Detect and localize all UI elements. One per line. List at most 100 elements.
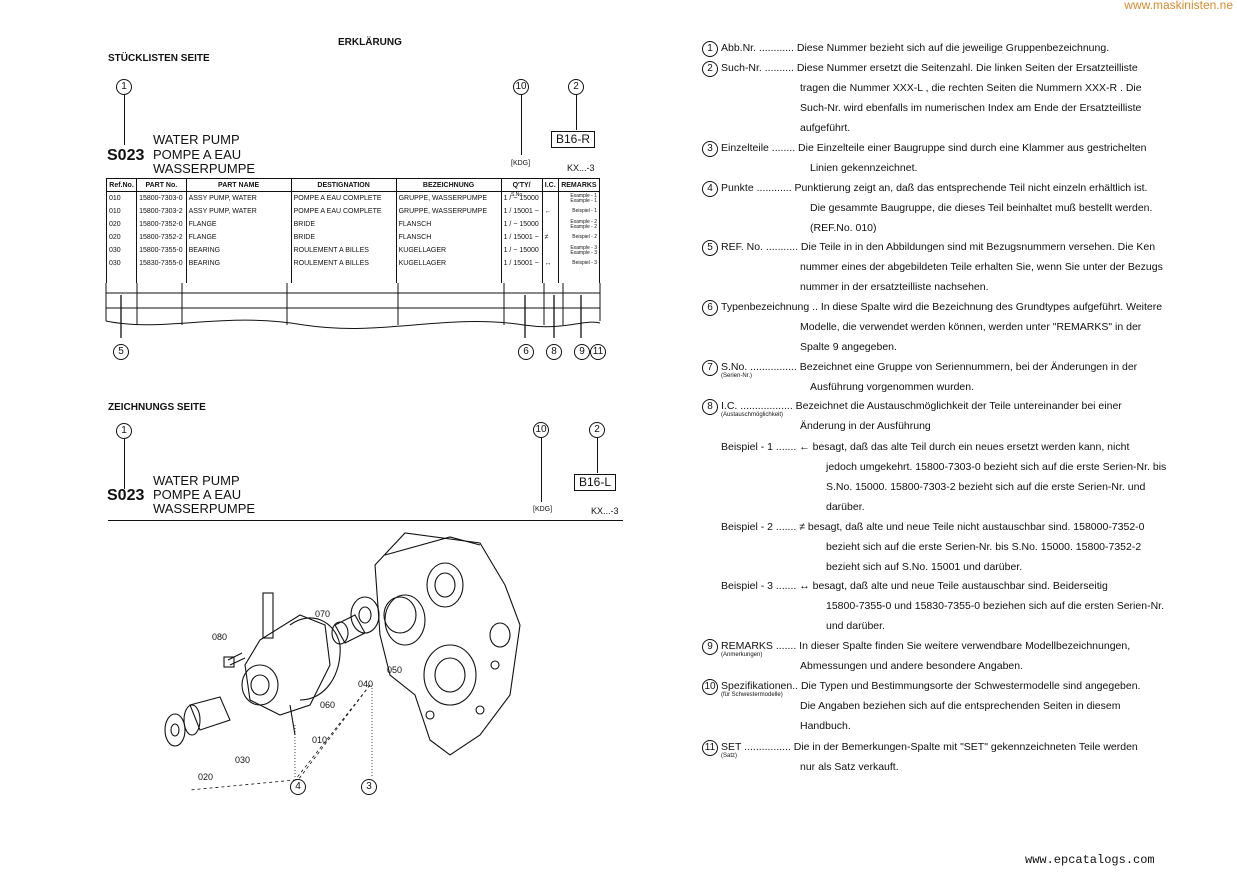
explanation-line: nur als Satz verkauft. — [800, 761, 899, 773]
item-number-9: 9 — [702, 639, 718, 655]
remark-text: Example - 1 — [570, 197, 597, 204]
explanation-line: Linien gekennzeichnet. — [810, 162, 918, 174]
designation-cell: ROULEMENT A BILLES — [290, 244, 397, 257]
callout-8: 8 — [546, 344, 562, 360]
remark-text: Beispiel - 2 — [572, 234, 597, 240]
explanation-line: REMARKS ....... In dieser Spalte finden … — [721, 640, 1131, 652]
callout-1b: 1 — [116, 423, 132, 439]
explanation-line: S.No. 15000. 15800-7303-2 bezieht sich a… — [826, 481, 1146, 493]
explanation-line: I.C. .................. Bezeichnet die A… — [721, 400, 1122, 412]
item-number-1: 1 — [702, 41, 718, 57]
parts-table: Ref.No. PART No. PART NAME DESTIGNATION … — [105, 178, 601, 283]
callout-1: 1 — [116, 79, 132, 95]
remark-text: Beispiel - 1 — [572, 208, 597, 214]
part-name-cell: BEARING — [185, 244, 292, 257]
explanation-subtitle: (Anmerkungen) — [721, 652, 763, 658]
bezeichnung-cell: FLANSCH — [395, 218, 502, 231]
designation-cell: POMPE A EAU COMPLETE — [290, 205, 397, 218]
page-heading: ERKLÄRUNG — [338, 37, 402, 48]
section-divider — [108, 520, 623, 521]
item-number-3: 3 — [702, 141, 718, 157]
blank-cell — [185, 270, 292, 283]
explanation-subtitle: (Satz) — [721, 753, 738, 759]
item-number-10: 10 — [702, 679, 718, 695]
explanation-line: (REF.No. 010) — [810, 222, 877, 234]
explanation-line: Abb.Nr. ............ Diese Nummer bezieh… — [721, 42, 1110, 54]
explanation-line: Änderung in der Ausführung — [800, 420, 931, 432]
explanation-line: Die Angaben beziehen sich auf die entspr… — [800, 700, 1121, 712]
remark-text: Example - 2 — [570, 218, 597, 225]
group-code-2: S023 — [107, 487, 145, 504]
title-fr: POMPE A EAU — [153, 147, 242, 162]
table-continuation — [105, 283, 601, 338]
remarks-cell: Beispiel - 2 — [557, 231, 601, 244]
explanation-line: Beispiel - 1 ....... ← besagt, daß das a… — [721, 441, 1130, 453]
callout-1-leader — [124, 95, 125, 145]
title-fr-2: POMPE A EAU — [153, 487, 242, 502]
part-name-cell: BEARING — [185, 257, 292, 270]
col-qty: Q'TY/ — [500, 178, 543, 192]
part-no-cell: 15800-7303-0 — [136, 191, 187, 205]
drawing-section-title: ZEICHNUNGS SEITE — [108, 402, 206, 413]
blank-cell — [500, 270, 543, 283]
explanation-line: Such-Nr. wird ebenfalls im numerischen I… — [800, 102, 1142, 114]
explanation-line: Punkte ............ Punktierung zeigt an… — [721, 182, 1148, 194]
qty-cell: 1 / 15001 ~ — [500, 257, 543, 270]
remark-text: Example - 3 — [570, 244, 597, 251]
title-en-2: WATER PUMP — [153, 473, 240, 488]
remark-text: Example - 2 — [570, 223, 597, 230]
item-number-6: 6 — [702, 300, 718, 316]
part-no-cell: 15830-7355-0 — [136, 257, 187, 270]
remarks-cell: Beispiel - 1 — [557, 205, 601, 218]
callout-2b-leader — [597, 438, 598, 473]
ref-cell: 020 — [105, 218, 138, 231]
explanation-line: S.No. ................ Bezeichnet eine G… — [721, 361, 1138, 373]
item-number-7: 7 — [702, 360, 718, 376]
water-pump-exploded-drawing: 070 080 050 040 060 010 030 020 — [164, 532, 521, 791]
model-label-2: KX...-3 — [591, 506, 619, 516]
explanation-line: Abmessungen und andere besondere Angaben… — [800, 660, 1024, 672]
explanation-line: Handbuch. — [800, 720, 851, 732]
label-050: 050 — [387, 665, 402, 675]
label-010: 010 — [312, 735, 327, 745]
qty-cell: 1 / 15001 ~ — [500, 205, 543, 218]
kdg-label-2: [KDG] — [533, 506, 553, 513]
callout-10-leader — [521, 95, 522, 155]
designation-cell: BRIDE — [290, 231, 397, 244]
part-no-cell: 15800-7352-0 — [136, 218, 187, 231]
col-bezeichnung: BEZEICHNUNG — [395, 178, 502, 192]
title-en: WATER PUMP — [153, 132, 240, 147]
explanation-line: jedoch umgekehrt. 15800-7303-0 bezieht s… — [826, 461, 1167, 473]
col-part-name: PART NAME — [185, 178, 292, 192]
callout-3: 3 — [361, 779, 377, 795]
callout-9: 9 — [574, 344, 590, 360]
explanation-subtitle: (Serien-Nr.) — [721, 373, 753, 379]
part-no-cell: 15800-7303-2 — [136, 205, 187, 218]
explanation-line: Beispiel - 3 ....... ↔ besagt, daß alte … — [721, 580, 1108, 592]
callout-6: 6 — [518, 344, 534, 360]
part-no-cell: 15800-7355-0 — [136, 244, 187, 257]
page-label-l: B16-L — [574, 474, 617, 491]
part-name-cell: ASSY PUMP, WATER — [185, 191, 292, 205]
model-label: KX...-3 — [567, 163, 595, 173]
item-number-5: 5 — [702, 240, 718, 256]
bezeichnung-cell: KUGELLAGER — [395, 257, 502, 270]
label-080: 080 — [212, 632, 227, 642]
ref-cell: 030 — [105, 244, 138, 257]
callout-2b: 2 — [589, 422, 605, 438]
label-030: 030 — [235, 755, 250, 765]
explanation-subtitle: (Austauschmöglichkeit) — [721, 412, 784, 418]
bezeichnung-cell: KUGELLAGER — [395, 244, 502, 257]
callout-10b-leader — [541, 438, 542, 502]
explanation-subtitle: (für Schwestermodelle) — [721, 692, 783, 698]
explanation-line: nummer in der ersatzteilliste nachsehen. — [800, 281, 989, 293]
explanation-line: Spezifikationen.. Die Typen und Bestimmu… — [721, 680, 1141, 692]
callout-1b-leader — [124, 439, 125, 489]
explanation-line: darüber. — [826, 501, 865, 513]
explanation-line: SET ................ Die in der Bemerkun… — [721, 741, 1138, 753]
title-de-2: WASSERPUMPE — [153, 501, 256, 516]
